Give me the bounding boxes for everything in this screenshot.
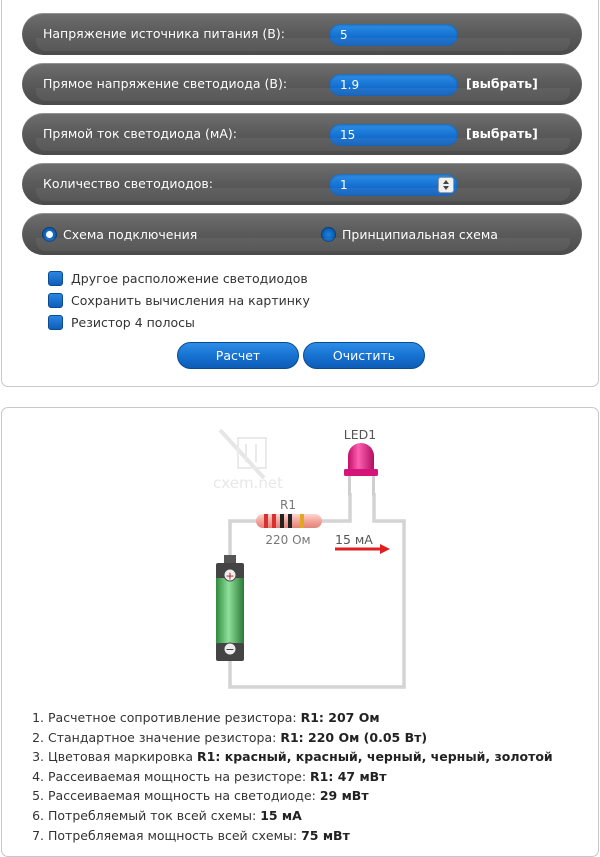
led-voltage-label: Прямое напряжение светодиода (В): <box>43 76 288 91</box>
checkbox-icon[interactable] <box>48 314 63 330</box>
list-item: Потребляемая мощность всей схемы: 75 мВт <box>48 826 553 846</box>
radio-schematic-label: Принципиальная схема <box>342 226 498 242</box>
led-component: LED1 <box>344 427 378 496</box>
supply-voltage-row: Напряжение источника питания (В): 5 <box>22 13 582 55</box>
list-item: Расчетное сопротивление резистора: R1: 2… <box>48 708 553 728</box>
led-count-row: Количество светодиодов: 1 <box>22 163 582 205</box>
supply-voltage-input[interactable]: 5 <box>329 24 458 46</box>
led-current-row: Прямой ток светодиода (мА): 15 [выбрать] <box>22 113 582 155</box>
clear-button[interactable]: Очистить <box>303 342 425 369</box>
watermark-text: cxem.net <box>213 474 283 492</box>
checkbox-4-band-label: Резистор 4 полосы <box>71 314 195 330</box>
supply-voltage-label: Напряжение источника питания (В): <box>43 26 285 41</box>
list-item: Цветовая маркировка R1: красный, красный… <box>48 747 553 767</box>
led-count-input[interactable]: 1 <box>329 174 458 196</box>
checkbox-4-band-resistor[interactable]: Резистор 4 полосы <box>48 314 195 330</box>
watermark-logo: cxem.net <box>213 428 283 492</box>
checkbox-icon[interactable] <box>48 270 63 286</box>
current-arrow-icon: 15 мА <box>335 532 390 554</box>
led-count-label: Количество светодиодов: <box>43 176 213 191</box>
resistor-value-label: 220 Ом <box>265 533 310 547</box>
led-count-value: 1 <box>340 178 348 192</box>
circuit-wires <box>228 493 406 689</box>
led-voltage-row: Прямое напряжение светодиода (В): 1.9 [в… <box>22 63 582 105</box>
spinner-arrows-icon[interactable] <box>438 177 454 193</box>
checkbox-icon[interactable] <box>48 292 63 308</box>
battery-plus-icon: + <box>225 570 234 583</box>
list-item: Рассеиваемая мощность на светодиоде: 29 … <box>48 786 553 806</box>
calculator-form-panel: Напряжение источника питания (В): 5 Прям… <box>1 0 599 387</box>
results-list: Расчетное сопротивление резистора: R1: 2… <box>22 708 553 845</box>
circuit-diagram: cxem.net LED1 R1 220 Ом <box>213 427 406 689</box>
list-item: Потребляемый ток всей схемы: 15 мА <box>48 806 553 826</box>
led-voltage-input[interactable]: 1.9 <box>329 74 458 96</box>
resistor-label: R1 <box>280 498 296 512</box>
led-voltage-pick-link[interactable]: [выбрать] <box>466 76 538 91</box>
checkbox-save-image-label: Сохранить вычисления на картинку <box>71 292 310 308</box>
calculate-button[interactable]: Расчет <box>177 342 299 369</box>
checkbox-other-layout-label: Другое расположение светодиодов <box>71 270 308 286</box>
checkbox-save-image[interactable]: Сохранить вычисления на картинку <box>48 292 310 308</box>
radio-unchecked-icon[interactable] <box>321 226 336 242</box>
led-current-pick-link[interactable]: [выбрать] <box>466 126 538 141</box>
checkbox-other-layout[interactable]: Другое расположение светодиодов <box>48 270 308 286</box>
radio-wiring-diagram-label: Схема подключения <box>63 226 198 242</box>
battery-minus-icon: − <box>225 643 234 656</box>
list-item: Стандартное значение резистора: R1: 220 … <box>48 728 553 748</box>
radio-wiring-diagram[interactable]: Схема подключения <box>42 213 197 255</box>
led-label: LED1 <box>344 427 376 442</box>
list-item: Рассеиваемая мощность на резисторе: R1: … <box>48 767 553 787</box>
battery-component: + − <box>216 555 244 661</box>
resistor-component: R1 220 Ом <box>256 498 322 547</box>
radio-checked-icon[interactable] <box>42 226 57 242</box>
led-current-label: Прямой ток светодиода (мА): <box>43 126 237 141</box>
result-panel: cxem.net LED1 R1 220 Ом <box>1 407 599 857</box>
view-mode-row: Схема подключения Принципиальная схема <box>22 213 582 255</box>
radio-schematic[interactable]: Принципиальная схема <box>321 213 498 255</box>
led-current-input[interactable]: 15 <box>329 124 458 146</box>
current-label: 15 мА <box>335 532 373 547</box>
